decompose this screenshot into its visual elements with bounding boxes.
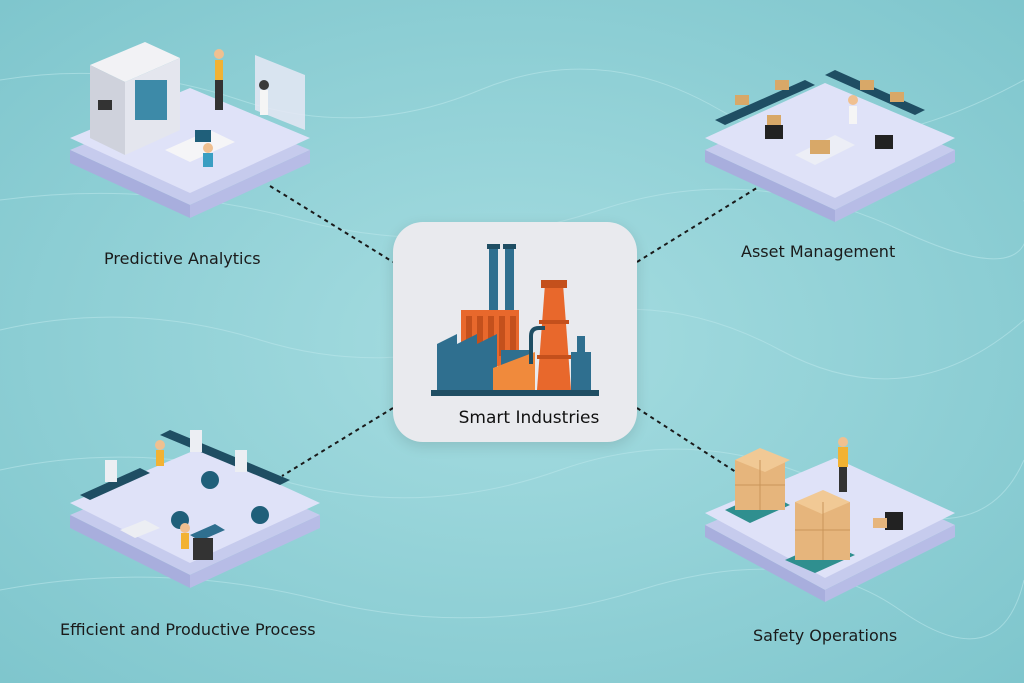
safety-operations-scene — [705, 437, 955, 602]
smart-industries-card: Smart Industries — [393, 222, 637, 442]
connector-efficient — [281, 407, 394, 477]
label-safety-operations: Safety Operations — [753, 626, 898, 645]
connector-safety — [636, 407, 743, 477]
label-asset-management: Asset Management — [741, 242, 896, 261]
label-efficient-process: Efficient and Productive Process — [60, 620, 316, 639]
predictive-analytics-scene — [70, 42, 310, 218]
efficient-process-scene — [70, 430, 320, 588]
connector-asset — [636, 185, 761, 263]
asset-management-scene — [705, 70, 955, 222]
center-title: Smart Industries — [458, 408, 600, 428]
connector-predictive — [269, 185, 394, 263]
label-predictive-analytics: Predictive Analytics — [104, 249, 261, 268]
factory-icon — [431, 244, 599, 396]
